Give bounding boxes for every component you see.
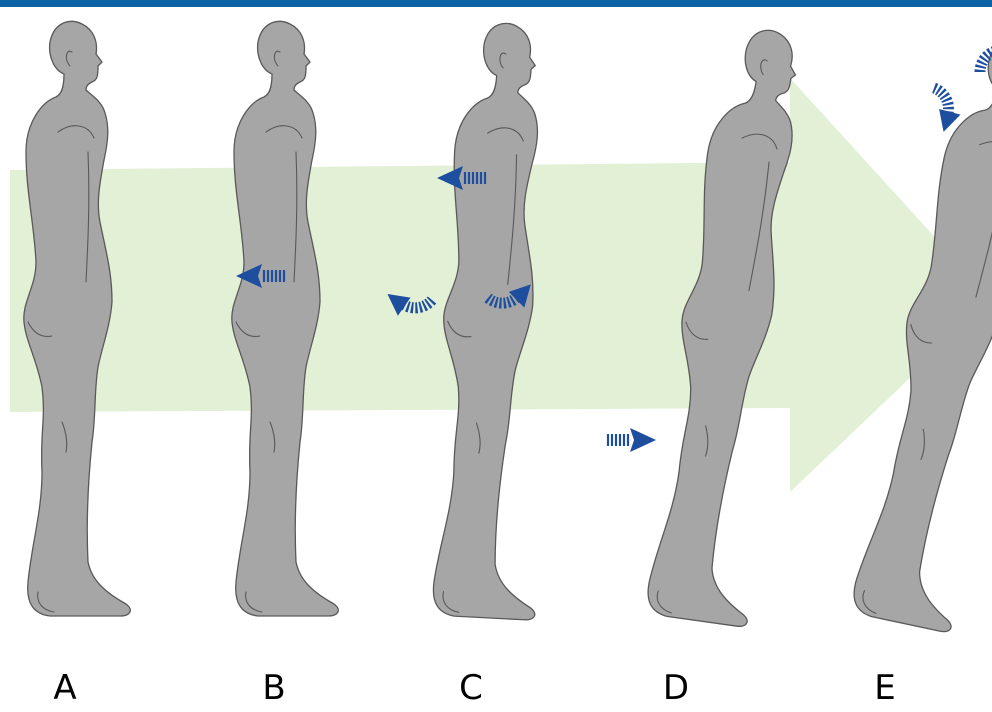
stage-label-d: D	[646, 668, 706, 708]
arrow-right-icon	[608, 428, 656, 452]
stage-label-b: B	[244, 668, 304, 708]
stage-label-c: C	[441, 668, 501, 708]
stage-label-e: E	[855, 668, 915, 708]
stage-label-a: A	[35, 668, 95, 708]
